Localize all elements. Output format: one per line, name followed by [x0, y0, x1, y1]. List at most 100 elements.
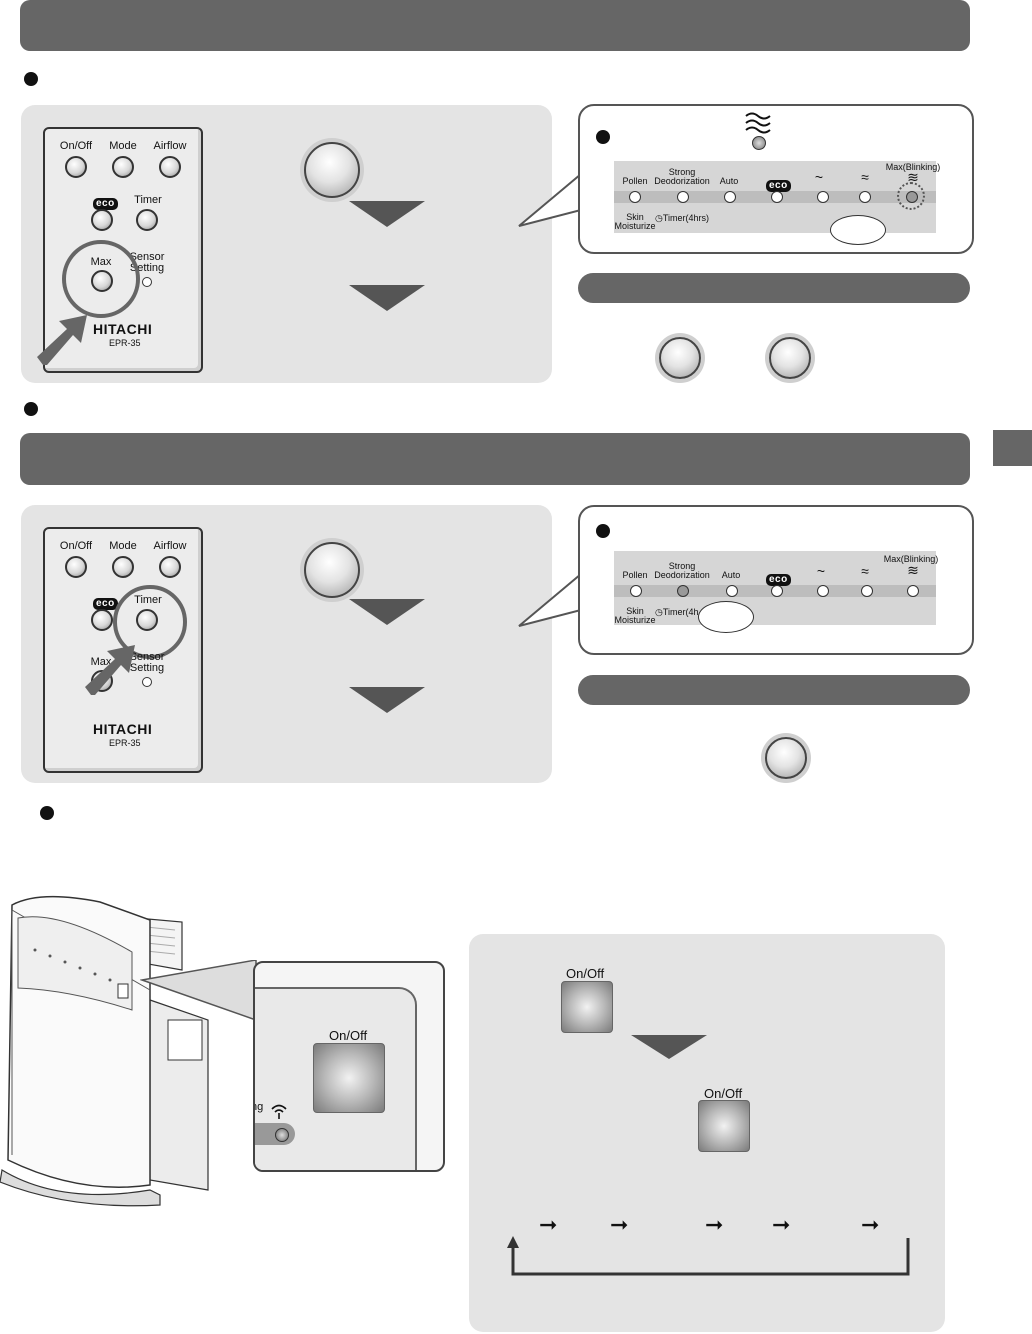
- label-pollen: Pollen: [622, 570, 648, 580]
- led-max: [907, 585, 919, 597]
- remote-mode-button[interactable]: [112, 556, 134, 578]
- section-2-header: [20, 433, 970, 485]
- label-pollen: Pollen: [622, 176, 648, 186]
- remote-mode-label: Mode: [109, 540, 137, 552]
- led-auto: [726, 585, 738, 597]
- remote-mode-button[interactable]: [112, 156, 134, 178]
- display-strip-2: Pollen Strong Deodorization Auto eco ~ ≈…: [614, 551, 938, 633]
- label-max-icon: ≋: [907, 169, 919, 185]
- remote-airflow-label: Airflow: [153, 140, 187, 152]
- label-low: ~: [816, 563, 826, 579]
- remote-control: On/Off Mode Airflow eco Timer Max Sensor…: [37, 127, 203, 373]
- remote-airflow-button[interactable]: [159, 556, 181, 578]
- timer-instruction-panel: On/Off Mode Airflow eco Timer Max Sensor…: [21, 505, 552, 783]
- callout-bullet-1: [596, 130, 610, 144]
- remote-timer-button[interactable]: [136, 209, 158, 231]
- remote-brand: HITACHI: [93, 721, 153, 737]
- remote-airflow-label: Airflow: [153, 540, 187, 552]
- label-max-blinking: Max(Blinking): [883, 554, 939, 564]
- label-med: ≈: [861, 169, 869, 185]
- led-strong-deodorization: [677, 191, 689, 203]
- led-eco: [771, 585, 783, 597]
- remote-airflow-button[interactable]: [159, 156, 181, 178]
- led-eco: [771, 191, 783, 203]
- label-skin-moisturize: Skin Moisturize: [614, 606, 656, 625]
- flow-on-off-button-1: [561, 981, 613, 1033]
- bullet-3: [40, 806, 54, 820]
- blink-bubble: [830, 215, 886, 245]
- remote-mode-label: Mode: [109, 140, 137, 152]
- remote-eco-label: eco: [93, 193, 118, 211]
- led-low: [817, 191, 829, 203]
- air-purifier-illustration: [0, 895, 209, 1207]
- flow-on-off-label-1: On/Off: [566, 966, 605, 981]
- cycle-arrow-4-icon: ➞: [772, 1212, 791, 1237]
- cycle-arrow-1-icon: ➞: [539, 1212, 558, 1237]
- zoom-label-fragment: ng: [255, 1101, 264, 1113]
- remote-eco-label: eco: [93, 593, 118, 611]
- remote-sensor-led: [142, 677, 152, 687]
- timer-bubble: [698, 601, 754, 633]
- airflow-max-led: [752, 136, 766, 150]
- label-timer-4hrs: ◷Timer(4h: [655, 607, 699, 617]
- result-button-1a: [659, 337, 701, 379]
- step-button-large: [304, 142, 360, 198]
- remote-eco-button[interactable]: [91, 609, 113, 631]
- label-max-icon: ≋: [907, 562, 919, 578]
- led-max-blink-ring: [897, 182, 925, 210]
- bullet-1: [24, 72, 38, 86]
- flow-on-off-button-2: [698, 1100, 750, 1152]
- led-med: [861, 585, 873, 597]
- step-arrow-down-2: [349, 687, 425, 713]
- callout-pointer-2: [518, 571, 582, 627]
- result-button-1b: [769, 337, 811, 379]
- label-eco: eco: [766, 569, 791, 587]
- max-highlight-ring: [62, 240, 140, 318]
- step-arrow-down-1: [349, 201, 425, 227]
- cycle-arrow-2-icon: ➞: [610, 1212, 629, 1237]
- zoom-on-off-button: [313, 1043, 385, 1113]
- on-off-flow-panel: On/Off On/Off ➞ ➞ ➞ ➞ ➞: [469, 934, 945, 1332]
- max-instruction-panel: On/Off Mode Airflow eco Timer Max Sensor…: [21, 105, 552, 383]
- label-auto: Auto: [719, 176, 739, 186]
- result-bar-2: [578, 675, 970, 705]
- led-auto: [724, 191, 736, 203]
- label-max-blinking: Max(Blinking): [885, 162, 941, 172]
- label-skin-moisturize: Skin Moisturize: [614, 212, 656, 231]
- remote-max-label: Max: [90, 656, 112, 668]
- zoom-detail-box: On/Off ng: [253, 961, 445, 1172]
- led-med: [859, 191, 871, 203]
- cycle-arrow-5-icon: ➞: [861, 1212, 880, 1237]
- remote-control-2: On/Off Mode Airflow eco Timer Max Sensor…: [43, 527, 203, 773]
- step-arrow-down-1: [349, 599, 425, 625]
- callout-bullet-2: [596, 524, 610, 538]
- remote-on-off-button[interactable]: [65, 556, 87, 578]
- pointer-arrow-icon: [85, 645, 135, 695]
- airflow-max-icon: [745, 112, 771, 134]
- label-strong-deodorization: Strong Deodorization: [654, 167, 710, 186]
- bullet-2: [24, 402, 38, 416]
- remote-on-off-label: On/Off: [59, 540, 93, 552]
- display-callout-1: Pollen Strong Deodorization Auto eco ~ ≈…: [578, 104, 974, 254]
- section-1-header: [20, 0, 970, 51]
- remote-brand: HITACHI: [93, 321, 153, 337]
- remote-on-off-label: On/Off: [59, 140, 93, 152]
- side-tab: [993, 430, 1032, 466]
- zoom-on-off-label: On/Off: [329, 1028, 368, 1043]
- remote-eco-button[interactable]: [91, 209, 113, 231]
- label-med: ≈: [861, 563, 869, 579]
- remote-model: EPR-35: [109, 338, 141, 348]
- wifi-signal-icon: [271, 1104, 287, 1119]
- step-arrow-down-2: [349, 285, 425, 311]
- callout-pointer-1: [518, 171, 582, 227]
- pointer-arrow-icon: [37, 315, 87, 365]
- remote-timer-label: Timer: [134, 194, 162, 206]
- step-button-large: [304, 542, 360, 598]
- led-strong-deodorization: [677, 585, 689, 597]
- result-bar-1: [578, 273, 970, 303]
- remote-sensor-setting-label: Sensor Setting: [129, 251, 165, 274]
- remote-on-off-button[interactable]: [65, 156, 87, 178]
- led-pollen: [630, 585, 642, 597]
- remote-sensor-led: [142, 277, 152, 287]
- led-pollen: [629, 191, 641, 203]
